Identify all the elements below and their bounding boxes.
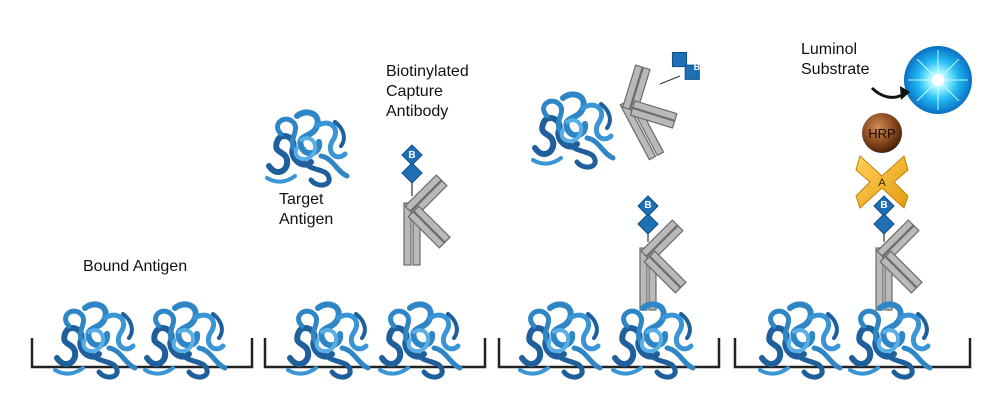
label-capture-antibody: Biotinylated Capture Antibody: [386, 62, 469, 122]
label-target-antigen: Target Antigen: [279, 190, 333, 230]
detection-capture-antibody: B: [873, 195, 923, 311]
biotin-glyph: B: [694, 62, 701, 72]
biotin-glyph: B: [408, 150, 415, 161]
free-biotin: B: [659, 44, 707, 87]
panel-3: B B: [520, 44, 707, 377]
label-line: Antigen: [279, 211, 334, 228]
label-luminol-substrate: Luminol Substrate: [801, 40, 869, 80]
label-line: Antibody: [386, 103, 449, 120]
label-line: Biotinylated: [386, 63, 469, 80]
panel-4: HRP A B: [760, 46, 972, 377]
well-3: [497, 338, 721, 369]
label-line: Capture: [386, 83, 443, 100]
biotin-glyph: B: [644, 200, 651, 211]
label-bound-antigen: Bound Antigen: [83, 258, 188, 275]
well-2: [263, 338, 487, 369]
free-target-antigen: [267, 112, 347, 185]
free-capture-antibody: [606, 58, 691, 161]
label-line: Substrate: [801, 61, 870, 78]
avidin-molecule: A: [855, 155, 909, 209]
panel-2: B: [267, 112, 460, 377]
label-line: Target: [279, 191, 324, 208]
capture-antibody: B: [401, 144, 451, 266]
bound-capture-antibody: B: [637, 195, 687, 311]
luminol-glow: [904, 46, 972, 114]
label-line: Luminol: [801, 41, 858, 58]
reaction-arrow-icon: [870, 86, 910, 100]
biotin-glyph: B: [880, 200, 887, 211]
hrp-glyph: HRP: [868, 126, 895, 141]
well-1: [30, 338, 254, 369]
free-target-antigen: [533, 94, 613, 167]
well-4: [733, 338, 972, 369]
hrp-enzyme: HRP: [862, 113, 902, 153]
avidin-glyph: A: [878, 177, 886, 189]
